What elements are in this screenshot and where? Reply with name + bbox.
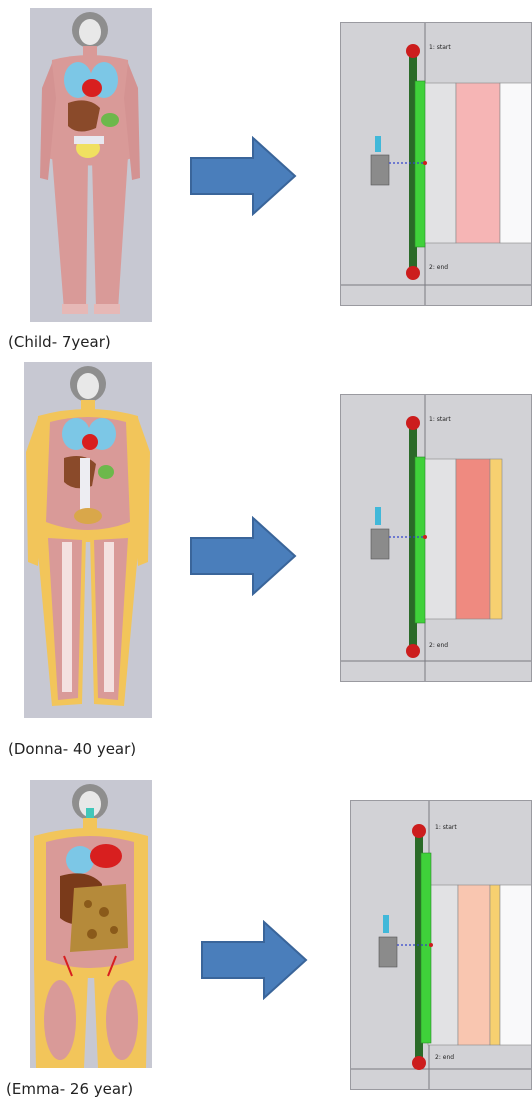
emma-simulation-setup: 1: start 2: end	[350, 800, 532, 1090]
port-marker-icon	[406, 644, 420, 658]
port-start-label: 1: start	[429, 44, 451, 51]
port-end-label: 2: end	[429, 642, 448, 649]
emma-body-phantom-image	[30, 780, 152, 1068]
child-body-phantom-image	[30, 8, 152, 322]
port-start-label: 1: start	[429, 416, 451, 423]
caption-donna: (Donna- 40 year)	[8, 740, 136, 758]
model-row-donna: 1: start 2: end (Donna- 40 year)	[0, 360, 532, 770]
donna-body-phantom-image	[24, 362, 152, 718]
model-row-child: 1: start 2: end (Child- 7year)	[0, 0, 532, 360]
port-marker-icon	[406, 416, 420, 430]
port-end-label: 2: end	[429, 264, 448, 271]
right-arrow-icon	[200, 920, 310, 1000]
port-marker-icon	[406, 44, 420, 58]
port-start-label: 1: start	[435, 824, 457, 831]
port-end-label: 2: end	[435, 1054, 454, 1061]
port-marker-icon	[412, 1056, 426, 1070]
caption-emma: (Emma- 26 year)	[6, 1080, 133, 1098]
child-simulation-setup: 1: start 2: end	[340, 22, 532, 306]
right-arrow-icon	[189, 136, 299, 216]
port-marker-icon	[412, 824, 426, 838]
right-arrow-icon	[189, 516, 299, 596]
port-marker-icon	[406, 266, 420, 280]
model-row-emma: 1: start 2: end (Emma- 26 year)	[0, 770, 532, 1106]
caption-child: (Child- 7year)	[8, 333, 111, 351]
donna-simulation-setup: 1: start 2: end	[340, 394, 532, 682]
